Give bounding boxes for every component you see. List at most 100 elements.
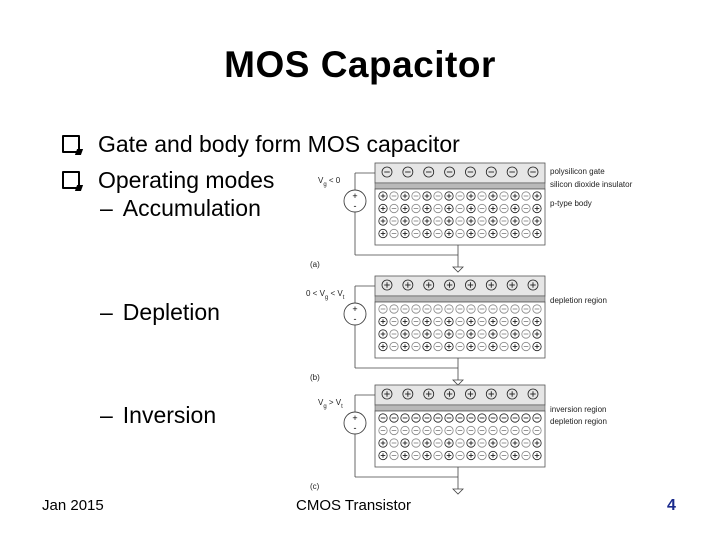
electron-icon	[400, 425, 410, 436]
hole-icon	[400, 316, 410, 327]
polysilicon-gate	[374, 162, 546, 184]
hole-icon	[422, 228, 432, 239]
hole-icon	[485, 388, 497, 400]
electron-icon	[433, 341, 443, 352]
hole-icon	[400, 191, 410, 201]
hole-icon	[532, 216, 542, 226]
hole-icon	[444, 388, 455, 400]
hole-icon	[510, 203, 520, 214]
electron-icon	[510, 304, 520, 314]
electron-icon	[499, 450, 509, 461]
electron-icon	[521, 341, 531, 352]
hole-icon	[485, 279, 497, 291]
electron-icon	[477, 191, 487, 201]
hole-icon	[422, 191, 432, 201]
electron-icon	[455, 203, 465, 214]
electron-icon	[521, 203, 531, 214]
hole-icon	[444, 228, 454, 239]
electron-icon	[521, 438, 531, 448]
electron-icon	[499, 316, 509, 327]
hole-icon	[444, 341, 454, 352]
electron-icon	[455, 450, 465, 461]
electron-icon	[521, 228, 531, 239]
source-minus: -	[354, 423, 357, 433]
hole-icon	[378, 316, 388, 327]
electron-icon	[455, 425, 465, 436]
hole-icon	[466, 216, 476, 226]
electron-icon	[389, 191, 399, 201]
gate-voltage-label: Vg < 0	[318, 176, 341, 188]
hole-icon	[381, 388, 393, 400]
electron-icon	[411, 413, 421, 423]
subbullet-text: Inversion	[122, 402, 217, 428]
electron-icon	[411, 438, 421, 448]
hole-icon	[400, 216, 410, 226]
bullet-item: Operating modes	[62, 162, 460, 198]
electron-icon	[444, 425, 454, 436]
hole-icon	[510, 216, 520, 226]
electron-icon	[433, 450, 443, 461]
electron-icon	[485, 166, 497, 178]
hole-icon	[400, 341, 410, 352]
oxide-layer	[374, 182, 546, 190]
electron-icon	[389, 316, 399, 327]
electron-icon	[477, 425, 487, 436]
hole-icon	[378, 438, 388, 448]
electron-icon	[411, 191, 421, 201]
electron-icon	[477, 413, 487, 423]
electron-icon	[400, 413, 410, 423]
electron-icon	[521, 191, 531, 201]
electron-icon	[477, 438, 487, 448]
electron-icon	[488, 425, 498, 436]
hole-icon	[510, 438, 520, 448]
electron-icon	[466, 413, 476, 423]
hole-icon	[466, 329, 476, 339]
electron-icon	[477, 341, 487, 352]
hole-icon	[422, 438, 432, 448]
electron-icon	[400, 304, 410, 314]
hole-icon	[422, 329, 432, 339]
electron-icon	[499, 304, 509, 314]
electron-icon	[411, 216, 421, 226]
ground-icon	[452, 379, 464, 386]
subbullet-accumulation: –Accumulation	[100, 195, 261, 221]
hole-icon	[378, 191, 388, 201]
electron-icon	[455, 228, 465, 239]
electron-icon	[389, 438, 399, 448]
electron-icon	[521, 450, 531, 461]
hole-icon	[488, 216, 498, 226]
electron-icon	[378, 304, 388, 314]
hole-icon	[378, 216, 388, 226]
hole-icon	[466, 203, 476, 214]
electron-icon	[411, 450, 421, 461]
electron-icon	[389, 216, 399, 226]
electron-icon	[477, 450, 487, 461]
electron-icon	[433, 216, 443, 226]
hole-icon	[422, 341, 432, 352]
hole-icon	[510, 191, 520, 201]
electron-icon	[411, 341, 421, 352]
ground-icon	[452, 266, 464, 273]
page-number: 4	[667, 497, 676, 514]
electron-icon	[477, 329, 487, 339]
hole-icon	[422, 450, 432, 461]
electron-icon	[521, 304, 531, 314]
hole-icon	[527, 388, 539, 400]
electron-icon	[455, 191, 465, 201]
hole-icon	[488, 438, 498, 448]
hole-icon	[532, 203, 542, 214]
panel-label: (b)	[310, 373, 320, 382]
electron-icon	[499, 191, 509, 201]
hole-icon	[488, 329, 498, 339]
hole-icon	[488, 203, 498, 214]
hole-icon	[510, 316, 520, 327]
hole-icon	[510, 228, 520, 239]
hole-icon	[532, 329, 542, 339]
electron-icon	[499, 203, 509, 214]
hole-icon	[527, 279, 539, 291]
electron-icon	[378, 413, 388, 423]
hole-icon	[466, 438, 476, 448]
electron-icon	[455, 329, 465, 339]
hole-icon	[532, 191, 542, 201]
